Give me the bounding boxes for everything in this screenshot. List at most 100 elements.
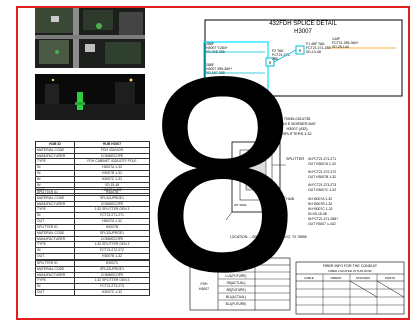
- tail-label: FCT21:271-: [272, 53, 292, 57]
- fdh-header-line: 70535-0314735: [284, 117, 311, 121]
- units-row: LU1(FUTURE): [226, 274, 247, 278]
- port-line: IN FCT21:273-273: [308, 183, 336, 187]
- fdh-header-line: SPLITTERS 1:32: [282, 132, 311, 136]
- port-line: OUT H3007A 1-32: [308, 162, 336, 166]
- right-label: XD,13-48: [306, 50, 321, 54]
- right-label: FCT21:271-288: [306, 46, 331, 50]
- aerial-map-graphic: [35, 8, 145, 68]
- units-row: BL1(ACTUAL): [226, 295, 246, 299]
- hub-label: HUB: [286, 197, 294, 201]
- table-cell: H3007B 1-32: [74, 253, 150, 260]
- port-line: IN H3007A 1-32: [308, 197, 332, 201]
- fdh-detail: 70535-0314735 2844 E BORDER AVE H3007 (4…: [225, 117, 338, 239]
- fiber-info-col: FIBERS: [331, 276, 342, 280]
- table-cell: H3007A: [74, 189, 150, 196]
- table-cell: 1:32 SPLITTER GEN 3: [74, 241, 150, 249]
- splice-marker: ✕: [268, 60, 271, 65]
- units-row: SB(FUTURE): [226, 288, 245, 292]
- units-row: BL1(FUTURE): [226, 302, 247, 306]
- site-photo-graphic: [35, 74, 145, 120]
- table-row: HUB ID HUB H3007: [35, 141, 150, 148]
- far-right-label: XD,25-144: [332, 45, 349, 49]
- table-cell: SPL32UPRGE1: [74, 194, 150, 202]
- units-side-label: FDH: [201, 282, 209, 286]
- fiber-info-col: PORTS: [385, 276, 395, 280]
- units-row: LU1(ACTUAL): [226, 267, 247, 271]
- port-line: IN FCT21:272-272: [308, 170, 336, 174]
- fdh-header-line: 2844 E BORDER AVE: [278, 122, 316, 126]
- table-cell: COMMSCOPE: [74, 235, 150, 243]
- splice-drawing: 432FDH SPLICE DETAIL H3007 288F H3007 T:…: [189, 19, 405, 315]
- splitter-label: SPLITTER: [286, 157, 304, 161]
- fdh-side-note: WT SIDE: [234, 203, 246, 207]
- port-line: IN FCT21:271-288+: [308, 217, 338, 221]
- fiber-info-title: FIBER INFO FOR THE CONDUIT: [323, 264, 378, 268]
- table-cell: FDH CABINET 432/UOTF POLE: [74, 158, 150, 166]
- table-cell: HUB H3007: [74, 141, 150, 148]
- units-row: SB(ACTUAL): [227, 281, 246, 285]
- site-photo: [35, 74, 145, 120]
- fiber-info-table: FIBER INFO FOR THE CONDUIT FIBER LOCATED…: [295, 261, 405, 315]
- tail-label: 288: [272, 57, 278, 61]
- port-line: IN H3007B 1-32: [308, 202, 332, 206]
- splice-title: 432FDH SPLICE DETAIL: [269, 21, 337, 27]
- sheet-border: [16, 6, 410, 320]
- table-cell: H3007C 1-32: [74, 175, 150, 183]
- port-line: OUT H3007C 1-32: [308, 188, 336, 192]
- port-line: IN FCT21:271-271: [308, 157, 336, 161]
- units-title: UNITS/ENGINEERED: [222, 260, 258, 264]
- table-cell: FCT21:271-271: [74, 212, 150, 219]
- bottom-stub-label: 48F: [206, 83, 212, 87]
- splice-detail-box: 432FDH SPLICE DETAIL H3007 288F H3007 T:…: [203, 19, 403, 97]
- fiber-info-col: STRANDS: [356, 276, 370, 280]
- table-cell: SPL32UPRGE1: [74, 229, 150, 237]
- table-cell: 1:32 SPLITTER GEN 3: [74, 206, 150, 214]
- fdh-address: LOCATION: ...ORDER AVE, WESLACO, TX 7859…: [230, 235, 307, 239]
- splice-marker: ✕: [298, 48, 301, 53]
- table-cell: XD,15-48: [74, 181, 150, 189]
- splice-left-bottom: 288F: [206, 63, 214, 67]
- table-cell: COMMSCOPE: [74, 200, 150, 208]
- splice-left-bottom: H3007 289-360+: [206, 67, 232, 71]
- table-cell: FDH 432/UOR: [74, 146, 150, 154]
- fdh-header-line: H3007 (432): [286, 127, 308, 131]
- right-label: F1 48F TAIL: [306, 42, 325, 46]
- splice-subtitle: H3007: [294, 29, 312, 35]
- table-cell: H3007A 1-32: [74, 218, 150, 225]
- port-line: IN H3007C 1-32: [308, 207, 333, 211]
- aerial-map-photo: [35, 8, 145, 68]
- far-right-label: FCT21 289-360+: [332, 41, 359, 45]
- far-right-label: 144F: [332, 37, 340, 41]
- port-line: IN XD,15-48: [308, 212, 327, 216]
- table-cell: COMMSCOPE: [74, 152, 150, 160]
- splice-left-top: 288F: [206, 42, 214, 46]
- table-cell: H3007C 1-32: [74, 289, 150, 296]
- table-cell: FCT21:272-272: [74, 247, 150, 254]
- tail-label: F2 TAIL: [272, 49, 284, 53]
- port-line: OUT H3007B 1-32: [308, 175, 336, 179]
- table-cell: H3007A 1-32: [74, 164, 150, 171]
- table-cell: H3007B: [74, 224, 150, 231]
- units-side-label: H3007: [199, 287, 209, 291]
- port-line: OUT H3007 1-432: [308, 222, 336, 226]
